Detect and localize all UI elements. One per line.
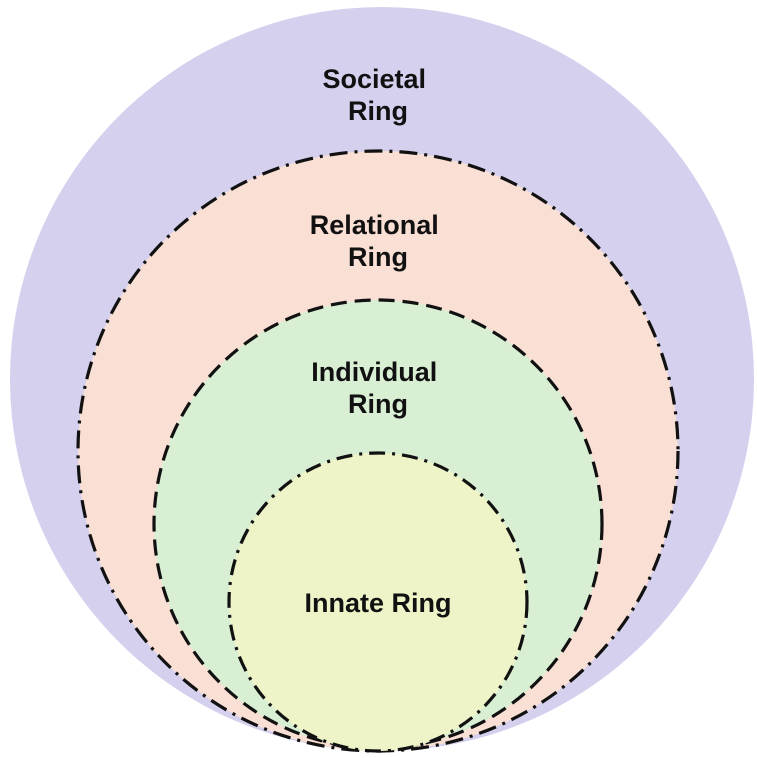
individual-ring-label-line-2: Ring [348,389,408,419]
societal-ring-label-line-1: Societal [322,64,426,94]
individual-ring-label: Individual Ring [311,357,445,419]
relational-ring-label-line-1: Relational [310,210,439,240]
relational-ring-label: Relational Ring [310,210,447,272]
individual-ring-label-line-1: Individual [311,357,437,387]
innate-ring-label-line-1: Innate Ring [305,588,452,618]
societal-ring-label: Societal Ring [322,64,433,126]
relational-ring-label-line-2: Ring [348,242,408,272]
innate-ring-label: Innate Ring [305,588,452,618]
societal-ring-label-line-2: Ring [348,96,408,126]
innate-ring [227,451,529,753]
